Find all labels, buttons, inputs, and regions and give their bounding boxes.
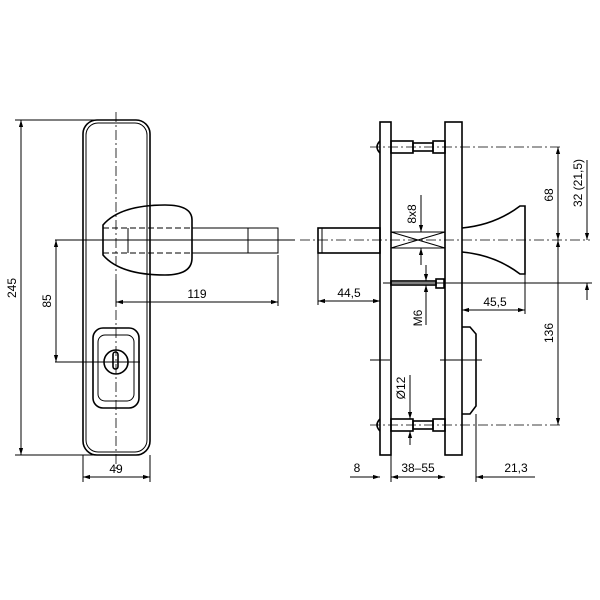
dim-m6: M6 [411, 309, 425, 326]
dim-68: 68 [542, 188, 556, 202]
front-plate [82, 119, 151, 456]
dim-38-55: 38–55 [401, 461, 435, 475]
front-view: 245 85 119 49 [5, 112, 295, 482]
dim-44-5: 44,5 [337, 286, 361, 300]
dim-21-3: 21,3 [504, 461, 528, 475]
spindle [317, 227, 381, 254]
escutcheon [462, 326, 477, 415]
dim-119: 119 [187, 287, 206, 301]
inner-plate [444, 121, 463, 456]
dim-136: 136 [542, 323, 556, 343]
side-view: 44,5 8x8 68 32 (21,5) M6 45,5 136 Ø12 8 … [300, 121, 592, 482]
dim-49: 49 [109, 462, 123, 476]
dim-245: 245 [5, 278, 19, 298]
handle-outline [102, 204, 193, 276]
key-escutcheon [92, 327, 140, 409]
dim-32: 32 (21,5) [571, 159, 585, 207]
dim-8: 8 [354, 461, 361, 475]
outer-plate [379, 121, 392, 456]
dim-45-5: 45,5 [483, 295, 507, 309]
dim-8x8: 8x8 [405, 204, 419, 224]
dim-85: 85 [40, 294, 54, 308]
dim-diameter-12: Ø12 [394, 376, 408, 399]
